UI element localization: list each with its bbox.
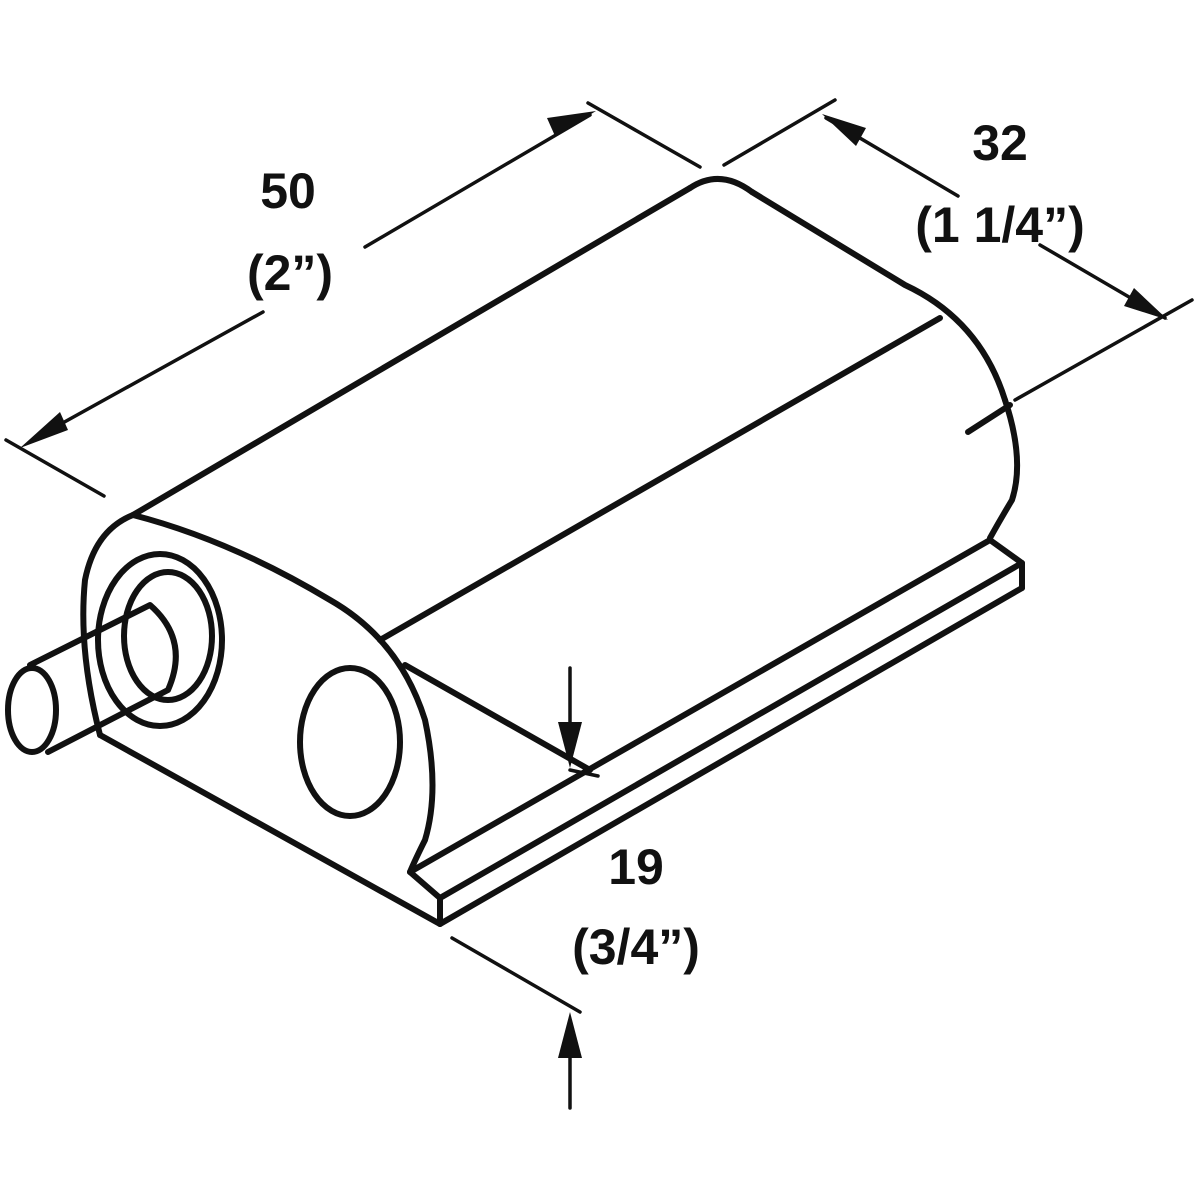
length-dimension-line-upper <box>363 113 592 249</box>
length-dimension-line-lower <box>30 310 265 442</box>
flange-left-end <box>407 869 443 927</box>
body-back-side <box>987 397 1021 541</box>
flange-top-edge <box>407 537 993 875</box>
flange-bottom-edge <box>437 585 1025 927</box>
plunger-pin-body <box>27 602 179 755</box>
base-inner-line <box>402 662 593 773</box>
width-metric-label: 32 <box>972 115 1028 171</box>
body-top-cap <box>687 175 755 195</box>
body-front-face <box>80 512 136 738</box>
dimension-width: 32 (1 1/4”) <box>722 98 1194 402</box>
dimension-height: 19 (3/4”) <box>450 666 700 1110</box>
width-arrowhead-top <box>822 114 866 146</box>
dimension-length: 50 (2”) <box>4 101 702 498</box>
body-top-far-edge <box>130 185 693 518</box>
latch-body <box>80 175 1021 875</box>
body-front-right <box>130 512 436 875</box>
body-top-crease-1 <box>377 315 943 643</box>
body-back-top-edge <box>749 189 1008 403</box>
width-extension-top <box>722 98 837 167</box>
height-arrowhead-bottom <box>558 1012 582 1058</box>
width-arrowhead-bottom <box>1124 288 1168 320</box>
plunger <box>5 551 225 755</box>
width-extension-bottom <box>1013 298 1194 402</box>
mounting-flange <box>97 537 1025 927</box>
length-imperial-label: (2”) <box>247 245 333 301</box>
length-arrowhead-back <box>547 111 596 136</box>
height-imperial-label: (3/4”) <box>572 919 700 975</box>
width-imperial-label: (1 1/4”) <box>915 197 1085 253</box>
height-extension-top <box>568 768 600 778</box>
plunger-collar-inner <box>121 569 215 703</box>
height-metric-label: 19 <box>608 839 664 895</box>
body-top-crease-2 <box>965 402 1013 435</box>
length-metric-label: 50 <box>260 163 316 219</box>
height-arrowhead-top <box>558 722 582 768</box>
height-extension-bottom <box>450 936 582 1014</box>
base-left-edge <box>97 732 443 927</box>
plunger-collar-outer <box>95 551 225 729</box>
length-arrowhead-front <box>20 412 68 448</box>
plunger-pin-tip <box>5 665 59 755</box>
length-extension-front <box>4 438 106 498</box>
flange-front-edge <box>437 560 1025 901</box>
mounting-hole <box>297 665 403 819</box>
length-extension-back <box>586 101 702 169</box>
